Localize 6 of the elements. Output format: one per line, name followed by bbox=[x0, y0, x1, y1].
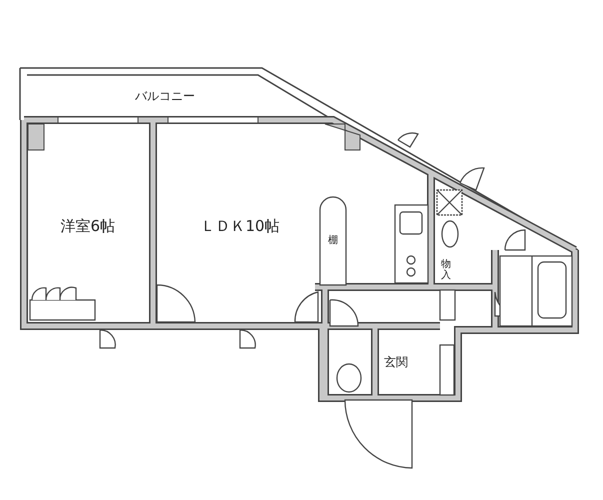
room-label: 棚 bbox=[328, 234, 338, 246]
room-label: バルコニー bbox=[135, 90, 195, 102]
room-label: 物入 bbox=[441, 259, 451, 281]
room-label: 洋室6帖 bbox=[60, 218, 116, 234]
room-label: ＬＤＫ10帖 bbox=[200, 218, 280, 234]
room-label: 玄関 bbox=[384, 356, 408, 368]
